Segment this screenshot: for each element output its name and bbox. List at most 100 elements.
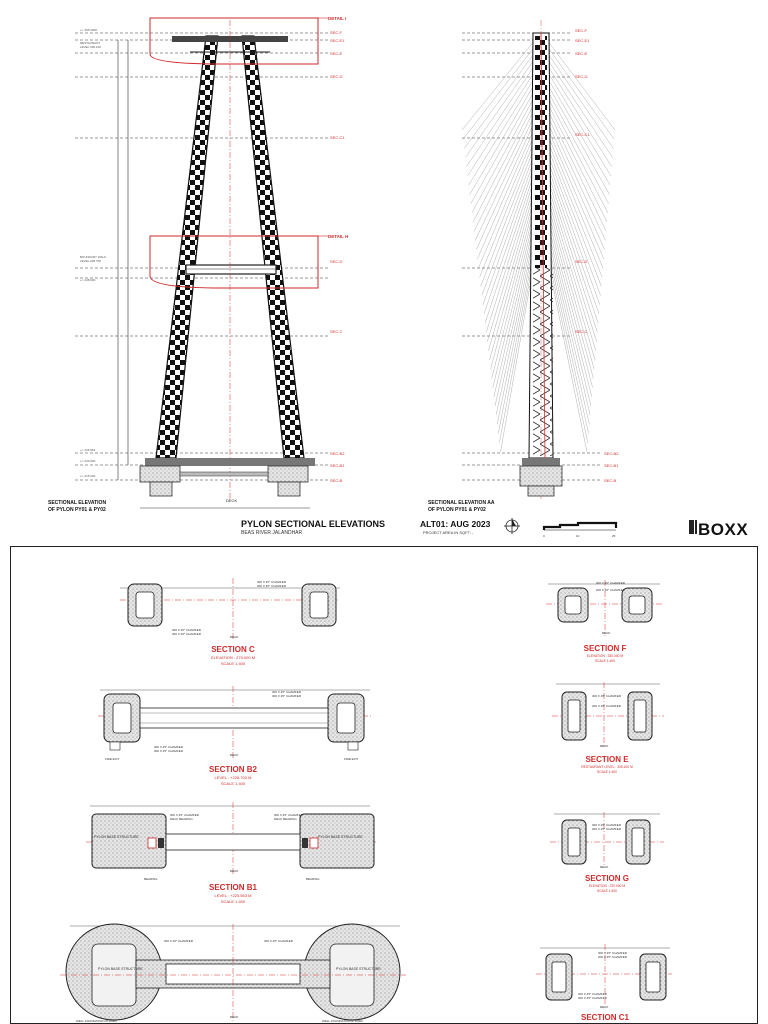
- stay-cable: [476, 120, 536, 250]
- stay-cable: [546, 225, 592, 407]
- stay-cable: [497, 238, 536, 425]
- fire-exit-label: FIRE EXIT: [344, 757, 359, 761]
- svg-text:RESTAURANT: RESTAURANT: [80, 41, 100, 45]
- deck-label: DECK: [230, 869, 238, 873]
- stay-cable: [546, 83, 610, 195]
- chamfer-note: 300 X 45° CHAMFER: [172, 632, 202, 636]
- section-level-line: LEVEL : +225.563 M: [215, 893, 252, 898]
- stay-cable: [498, 244, 536, 434]
- sheet-revision: ALT01: AUG 2023: [420, 519, 491, 529]
- bearing-note: DECK BEARING: [274, 817, 297, 821]
- chamfer-note: 200 X 45° CHAMFER: [598, 955, 628, 959]
- section-level-line: ELEVATION : 330.000 M: [587, 654, 624, 658]
- left-elevation-caption: OF PYLON PY01 & PY02: [48, 507, 106, 513]
- section-scale-line: SCALE 1:400: [221, 661, 246, 666]
- section-e-drawing: [552, 682, 664, 746]
- stay-cable: [480, 145, 536, 287]
- well-foundation-label: WELL FOUNDATION Ø 10000: [76, 1019, 117, 1023]
- stay-cable: [482, 157, 536, 305]
- svg-text:LEVEL 305.100: LEVEL 305.100: [80, 45, 101, 49]
- stay-cable: [546, 70, 612, 177]
- left-elevation: +/- 395.0000 RESTAURANT LEVEL 305.100 BO…: [75, 17, 330, 509]
- section-marker-label: SEC-B2: [604, 451, 619, 456]
- stay-cable: [546, 101, 608, 223]
- section-level-line: ELEVATION : 370.000 M: [589, 884, 626, 888]
- svg-text:0: 0: [543, 534, 545, 538]
- section-marker-label: SEC-F: [575, 28, 588, 33]
- right-elevation-caption: OF PYLON PY01 & PY02: [428, 507, 486, 513]
- stay-cable: [470, 89, 536, 204]
- deck-label: DECK: [230, 1015, 238, 1019]
- stay-cable: [546, 170, 599, 324]
- section-marker-label: SEC-D: [330, 259, 343, 264]
- stay-cable: [546, 126, 604, 259]
- chamfer-note: 200 X 45° CHAMFER: [596, 588, 626, 592]
- svg-text:+/- 395.0000: +/- 395.0000: [80, 28, 97, 32]
- stay-cable: [464, 52, 536, 149]
- chamfer-note: 300 X 45° CHAMFER: [154, 749, 184, 753]
- stay-cable: [546, 194, 596, 361]
- section-marker-label: SEC-E1: [330, 38, 345, 43]
- stay-cable: [546, 139, 603, 278]
- section-marker-label: SEC-C: [330, 329, 343, 334]
- section-marker-label: SEC-E1: [575, 38, 590, 43]
- stay-cable: [546, 238, 590, 425]
- stay-cable: [546, 219, 592, 397]
- stay-cable: [546, 108, 607, 232]
- chamfer-note: 200 X 45° CHAMFER: [592, 827, 622, 831]
- section-marker-label: SEC-B: [604, 478, 617, 483]
- north-arrow-icon: [504, 518, 520, 534]
- stay-cable: [499, 250, 536, 443]
- section-marker-label: SEC-B1: [330, 463, 345, 468]
- deck-label: DECK: [600, 1005, 608, 1009]
- well-foundation-label: WELL FOUNDATION Ø 10000: [322, 1019, 363, 1023]
- stay-cable: [546, 244, 589, 434]
- bearing-label: BEARING: [306, 877, 320, 881]
- chamfer-note: 300 X 45° CHAMFER: [598, 951, 628, 955]
- scale-bar: 0 10 25: [542, 521, 618, 538]
- svg-text:+/- 215.000: +/- 215.000: [80, 474, 96, 478]
- svg-text:+/- 220.000: +/- 220.000: [80, 459, 96, 463]
- chamfer-note: 300 X 45° CHAMFER: [592, 823, 622, 827]
- section-title: SECTION E: [585, 755, 629, 764]
- section-scale-line: SCALE 1:400: [597, 770, 617, 774]
- sheet-subtitle: BEAS RIVER JALANDHAR: [241, 530, 303, 536]
- stay-cable: [546, 64, 612, 167]
- bearing-note: DECK BEARING: [170, 817, 193, 821]
- stay-cable: [546, 176, 598, 333]
- section-marker-label: SEC-B1: [604, 463, 619, 468]
- section-f-drawing: [546, 580, 664, 636]
- deck-label: DECK: [600, 865, 608, 869]
- section-c1-drawing: [536, 944, 672, 1004]
- stay-cable: [546, 256, 588, 453]
- stay-cable: [483, 163, 536, 315]
- boxx-logo-icon: [689, 520, 697, 534]
- section-scale-line: SCALE 1:400: [595, 659, 615, 663]
- stay-cable: [481, 151, 536, 296]
- stay-cable: [546, 95, 608, 213]
- chamfer-note: 300 X 45° CHAMFER: [578, 996, 608, 1000]
- svg-text:BOUNDARY WALK: BOUNDARY WALK: [80, 255, 106, 259]
- stay-cable: [546, 52, 614, 149]
- section-marker-label: SEC-F: [330, 30, 343, 35]
- chamfer-note: 300 X 45° CHAMFER: [272, 694, 302, 698]
- section-g-drawing: [550, 812, 664, 866]
- chamfer-note: 300 X 45° CHAMFER: [272, 690, 302, 694]
- logo-text: BOXX: [698, 520, 748, 539]
- chamfer-note: 300 X 45° CHAMFER: [274, 813, 304, 817]
- stay-cable: [488, 188, 536, 351]
- chamfer-note: 300 X 45° CHAMFER: [257, 584, 287, 588]
- stay-cable: [486, 176, 536, 333]
- stay-cable: [468, 77, 536, 186]
- detail-callout-label: DETAIL H: [328, 234, 348, 239]
- stay-cable: [546, 114, 606, 241]
- stay-cable: [462, 46, 536, 140]
- chamfer-note: 300 X 45° CHAMFER: [172, 628, 202, 632]
- stay-cable: [546, 250, 588, 443]
- stay-cable: [461, 39, 536, 131]
- stay-cable: [546, 201, 595, 370]
- stay-cable: [500, 256, 536, 453]
- stay-cable: [469, 83, 536, 195]
- deck-label: DECK: [226, 498, 237, 503]
- stay-cable: [484, 170, 536, 324]
